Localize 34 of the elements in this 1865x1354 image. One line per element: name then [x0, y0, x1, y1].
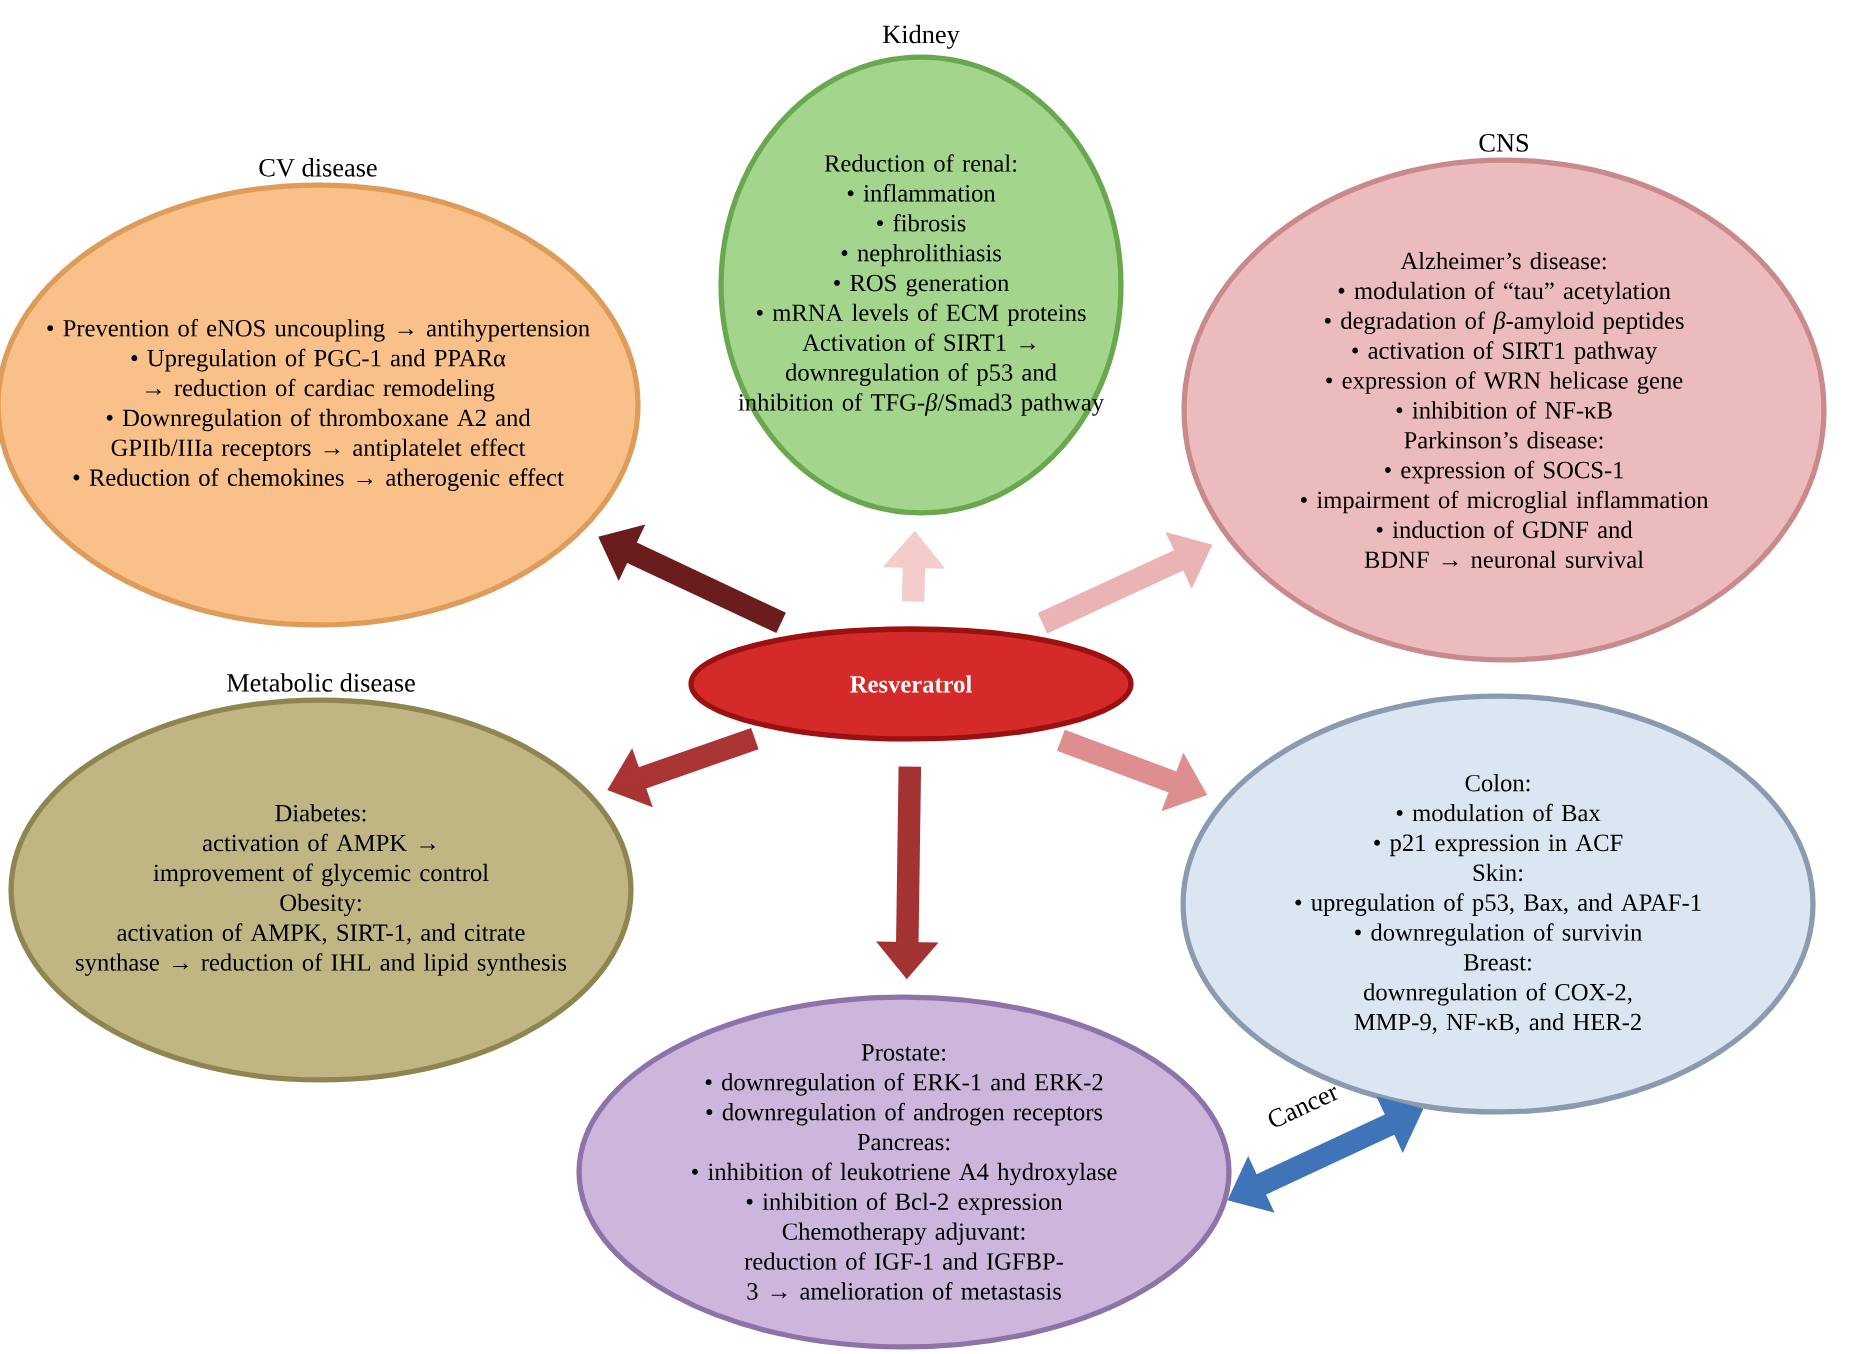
node-label: • Upregulation of PGC-1 and PPARα → reduction of cardiac remodeling: [131, 348, 506, 402]
ellipse-node: Reduction of renal: • inflammation • fibrosis • nephrolithiasis • ROS generation • mRNA levels of ECM proteins Activation of SIRT1 → downregulation of p53 and inhibition of TFG-β/Smad3 pathway: [718, 54, 1124, 516]
node-label: Parkinson’s disease:: [1404, 431, 1603, 449]
node-label: Reduction of renal:: [824, 154, 1017, 172]
node-label: • induction of GDNF and BDNF → neuronal survival: [1364, 520, 1644, 568]
node-label: • activation of SIRT1 pathway: [1352, 341, 1658, 364]
heading: CNS: [1479, 134, 1528, 152]
node-label: • modulation of “tau” acetylation: [1338, 281, 1671, 305]
ellipse-node: Resveratrol: [688, 626, 1134, 742]
node-label: Diabetes:: [275, 804, 366, 822]
node-label: • degradation of β-amyloid peptides: [1324, 311, 1684, 335]
node-label: Activation of SIRT1 → downregulation of p53 and inhibition of TFG-β/Smad3 pathway: [738, 333, 1104, 416]
node-label: • inhibition of NF-κB: [1396, 401, 1612, 419]
node-label: • fibrosis: [877, 213, 966, 232]
node-label: • expression of WRN helicase gene: [1326, 371, 1683, 394]
node-label: activation of AMPK, SIRT-1, and citrate synthase → reduction of IHL and lipid synthesis: [76, 923, 567, 976]
node-label: • ROS generation: [834, 274, 1009, 297]
node-label: • Prevention of eNOS uncoupling → antihypertension: [47, 319, 590, 342]
node-label: activation of AMPK → improvement of glycemic control: [153, 833, 489, 887]
node-label: • Downregulation of thromboxane A2 and GPIIb/IIIa receptors → antiplatelet effect: [106, 408, 531, 462]
node-label: Obesity:: [280, 893, 361, 917]
ellipse-node: Prostate: • downregulation of ERK-1 and ERK-2 • downregulation of androgen receptors Pancreas: • inhibition of leukotriene A4 hydroxylase • inhibition of Bcl-2 expression Chemotherapy adjuvant: reduction of IGF-1 and IGFBP-3 → amelioration of metastasis: [576, 994, 1232, 1350]
ellipse-node: Diabetes: activation of AMPK → improvement of glycemic control Obesity: activation of AMPK, SIRT-1, and citrate synthase → reduction of IHL and lipid synthesis: [8, 697, 634, 1083]
ellipse-node: Alzheimer’s disease: • modulation of “tau” acetylation • degradation of β-amyloid peptides • activation of SIRT1 pathway • expression of WRN helicase gene • inhibition of NF-κB Parkinson’s disease: • expression of SOCS-1 • impairment of microglial inflammation • induction of GDNF and BDNF → neuronal survival: [1181, 157, 1827, 663]
heading: Metabolic disease: [227, 673, 415, 692]
node-label: • impairment of microglial inflammation: [1300, 490, 1709, 514]
node-label: • inflammation: [847, 184, 996, 202]
heading: Kidney: [883, 24, 960, 49]
node-label: • nephrolithiasis: [841, 244, 1001, 267]
node-label: • mRNA levels of ECM proteins: [756, 303, 1086, 327]
node-label: • Reduction of chemokines → atherogenic effect: [73, 468, 564, 491]
node-label: • expression of SOCS-1: [1384, 460, 1623, 484]
node-label: Alzheimer’s disease:: [1400, 251, 1606, 270]
heading: CV disease: [259, 158, 377, 177]
